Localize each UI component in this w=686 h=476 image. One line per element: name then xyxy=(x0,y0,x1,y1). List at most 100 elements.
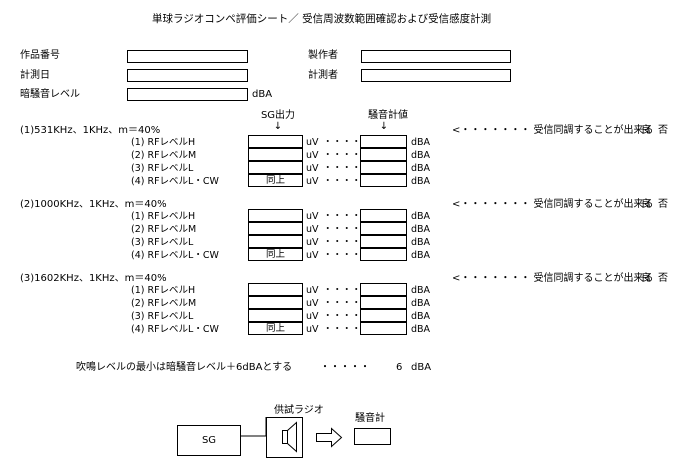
sg-unit: uV xyxy=(306,163,319,174)
sg-value-field[interactable]: 同上 xyxy=(248,248,303,261)
meter-unit: dBA xyxy=(411,237,431,248)
flow-arrow: ・・・・・> xyxy=(323,311,379,322)
meter-value-field[interactable] xyxy=(360,148,407,161)
meter-unit: dBA xyxy=(411,224,431,235)
row-label: (4) RFレベルL・CW xyxy=(131,250,219,261)
sg-value-field[interactable]: 同上 xyxy=(248,174,303,187)
speaker-icon xyxy=(282,421,297,453)
row-label: (4) RFレベルL・CW xyxy=(131,176,219,187)
bad-option[interactable]: 否 xyxy=(658,273,668,284)
sg-value-field[interactable] xyxy=(248,209,303,222)
flow-arrow: ・・・・・> xyxy=(323,324,379,335)
sg-value-field[interactable] xyxy=(248,235,303,248)
meter-unit: dBA xyxy=(411,311,431,322)
measurer-field[interactable] xyxy=(361,69,511,82)
sg-unit: uV xyxy=(306,150,319,161)
flow-arrow: ・・・・・> xyxy=(323,150,379,161)
radio-label: 供試ラジオ xyxy=(274,405,324,416)
sg-value-field[interactable] xyxy=(248,161,303,174)
sg-unit: uV xyxy=(306,324,319,335)
sg-unit: uV xyxy=(306,137,319,148)
meter-unit: dBA xyxy=(411,298,431,309)
row-label: (1) RFレベルH xyxy=(131,285,196,296)
sg-value-field[interactable]: 同上 xyxy=(248,322,303,335)
min-level-dots: ・・・・・ xyxy=(320,362,370,373)
sg-box: SG xyxy=(177,425,241,456)
producer-label: 製作者 xyxy=(308,50,338,61)
flow-arrow: ・・・・・> xyxy=(323,211,379,222)
measurer-label: 計測者 xyxy=(308,70,338,81)
sg-unit: uV xyxy=(306,298,319,309)
row-label: (3) RFレベルL xyxy=(131,237,194,248)
meter-unit: dBA xyxy=(411,150,431,161)
meter-value-field[interactable] xyxy=(360,248,407,261)
flow-arrow: ・・・・・> xyxy=(323,298,379,309)
flow-arrow: ・・・・・> xyxy=(323,137,379,148)
meter-value-field[interactable] xyxy=(360,309,407,322)
arrow-down-icon: ↓ xyxy=(379,121,389,132)
bad-option[interactable]: 否 xyxy=(658,125,668,136)
work-number-label: 作品番号 xyxy=(20,50,60,61)
sg-value-field[interactable] xyxy=(248,135,303,148)
good-option[interactable]: 良 xyxy=(641,125,651,136)
sg-value-field[interactable] xyxy=(248,296,303,309)
meter-label: 騒音計 xyxy=(355,413,385,424)
sg-output-header: SG出力 xyxy=(260,110,296,121)
judge-note: <・・・・・・・ 受信同調することが出来る xyxy=(452,125,654,136)
row-label: (4) RFレベルL・CW xyxy=(131,324,219,335)
flow-arrow: ・・・・・> xyxy=(323,176,379,187)
judge-note: <・・・・・・・ 受信同調することが出来る xyxy=(452,199,654,210)
meter-value-field[interactable] xyxy=(360,174,407,187)
arrow-down-icon: ↓ xyxy=(273,121,283,132)
sg-unit: uV xyxy=(306,311,319,322)
meter-box xyxy=(354,428,391,445)
judge-note: <・・・・・・・ 受信同調することが出来る xyxy=(452,273,654,284)
row-label: (1) RFレベルH xyxy=(131,137,196,148)
meter-value-field[interactable] xyxy=(360,235,407,248)
min-level-value: 6 xyxy=(396,362,403,373)
flow-arrow: ・・・・・> xyxy=(323,250,379,261)
sg-value-field[interactable] xyxy=(248,283,303,296)
dark-noise-unit: dBA xyxy=(252,89,273,100)
min-level-unit: dBA xyxy=(411,362,432,373)
good-option[interactable]: 良 xyxy=(641,199,651,210)
sg-unit: uV xyxy=(306,285,319,296)
meter-unit: dBA xyxy=(411,324,431,335)
sg-unit: uV xyxy=(306,176,319,187)
row-label: (1) RFレベルH xyxy=(131,211,196,222)
meter-unit: dBA xyxy=(411,137,431,148)
row-label: (2) RFレベルM xyxy=(131,298,197,309)
producer-field[interactable] xyxy=(361,50,511,63)
sg-value-field[interactable] xyxy=(248,309,303,322)
min-level-note: 吹鳴レベルの最小は暗騒音レベル＋6dBAとする xyxy=(76,362,293,373)
work-number-field[interactable] xyxy=(127,50,248,63)
meter-value-field[interactable] xyxy=(360,135,407,148)
row-label: (3) RFレベルL xyxy=(131,311,194,322)
meter-value-field[interactable] xyxy=(360,283,407,296)
sg-unit: uV xyxy=(306,211,319,222)
meter-value-field[interactable] xyxy=(360,296,407,309)
meter-value-field[interactable] xyxy=(360,161,407,174)
row-label: (3) RFレベルL xyxy=(131,163,194,174)
sound-arrow-icon xyxy=(316,427,343,448)
meter-value-field[interactable] xyxy=(360,222,407,235)
flow-arrow: ・・・・・> xyxy=(323,163,379,174)
measure-date-field[interactable] xyxy=(127,69,248,82)
meter-unit: dBA xyxy=(411,176,431,187)
flow-arrow: ・・・・・> xyxy=(323,285,379,296)
meter-value-field[interactable] xyxy=(360,209,407,222)
dark-noise-field[interactable] xyxy=(127,88,248,101)
flow-arrow: ・・・・・> xyxy=(323,237,379,248)
noise-meter-header: 騒音計値 xyxy=(368,110,408,121)
sg-unit: uV xyxy=(306,237,319,248)
meter-unit: dBA xyxy=(411,211,431,222)
meter-unit: dBA xyxy=(411,250,431,261)
bad-option[interactable]: 否 xyxy=(658,199,668,210)
sg-unit: uV xyxy=(306,224,319,235)
flow-arrow: ・・・・・> xyxy=(323,224,379,235)
good-option[interactable]: 良 xyxy=(641,273,651,284)
sg-value-field[interactable] xyxy=(248,148,303,161)
meter-value-field[interactable] xyxy=(360,322,407,335)
sg-value-field[interactable] xyxy=(248,222,303,235)
